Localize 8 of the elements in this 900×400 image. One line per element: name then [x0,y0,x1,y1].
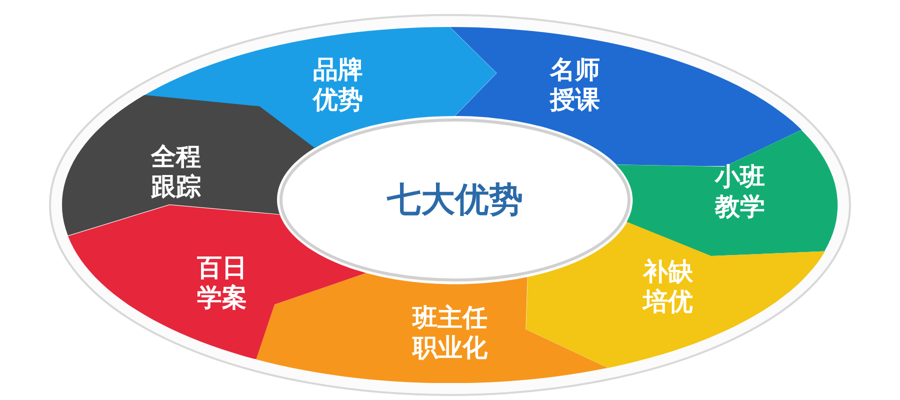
segment-label: 名师授课 [548,55,601,115]
segment-label: 全程跟踪 [150,142,202,202]
segment-label: 百日学案 [196,252,248,313]
segment-label: 小班教学 [714,162,766,222]
center-title: 七大优势 [387,180,523,220]
segment-label: 班主任职业化 [410,302,488,363]
segment-label: 品牌优势 [311,55,364,115]
segment-label: 补缺培优 [641,256,694,317]
